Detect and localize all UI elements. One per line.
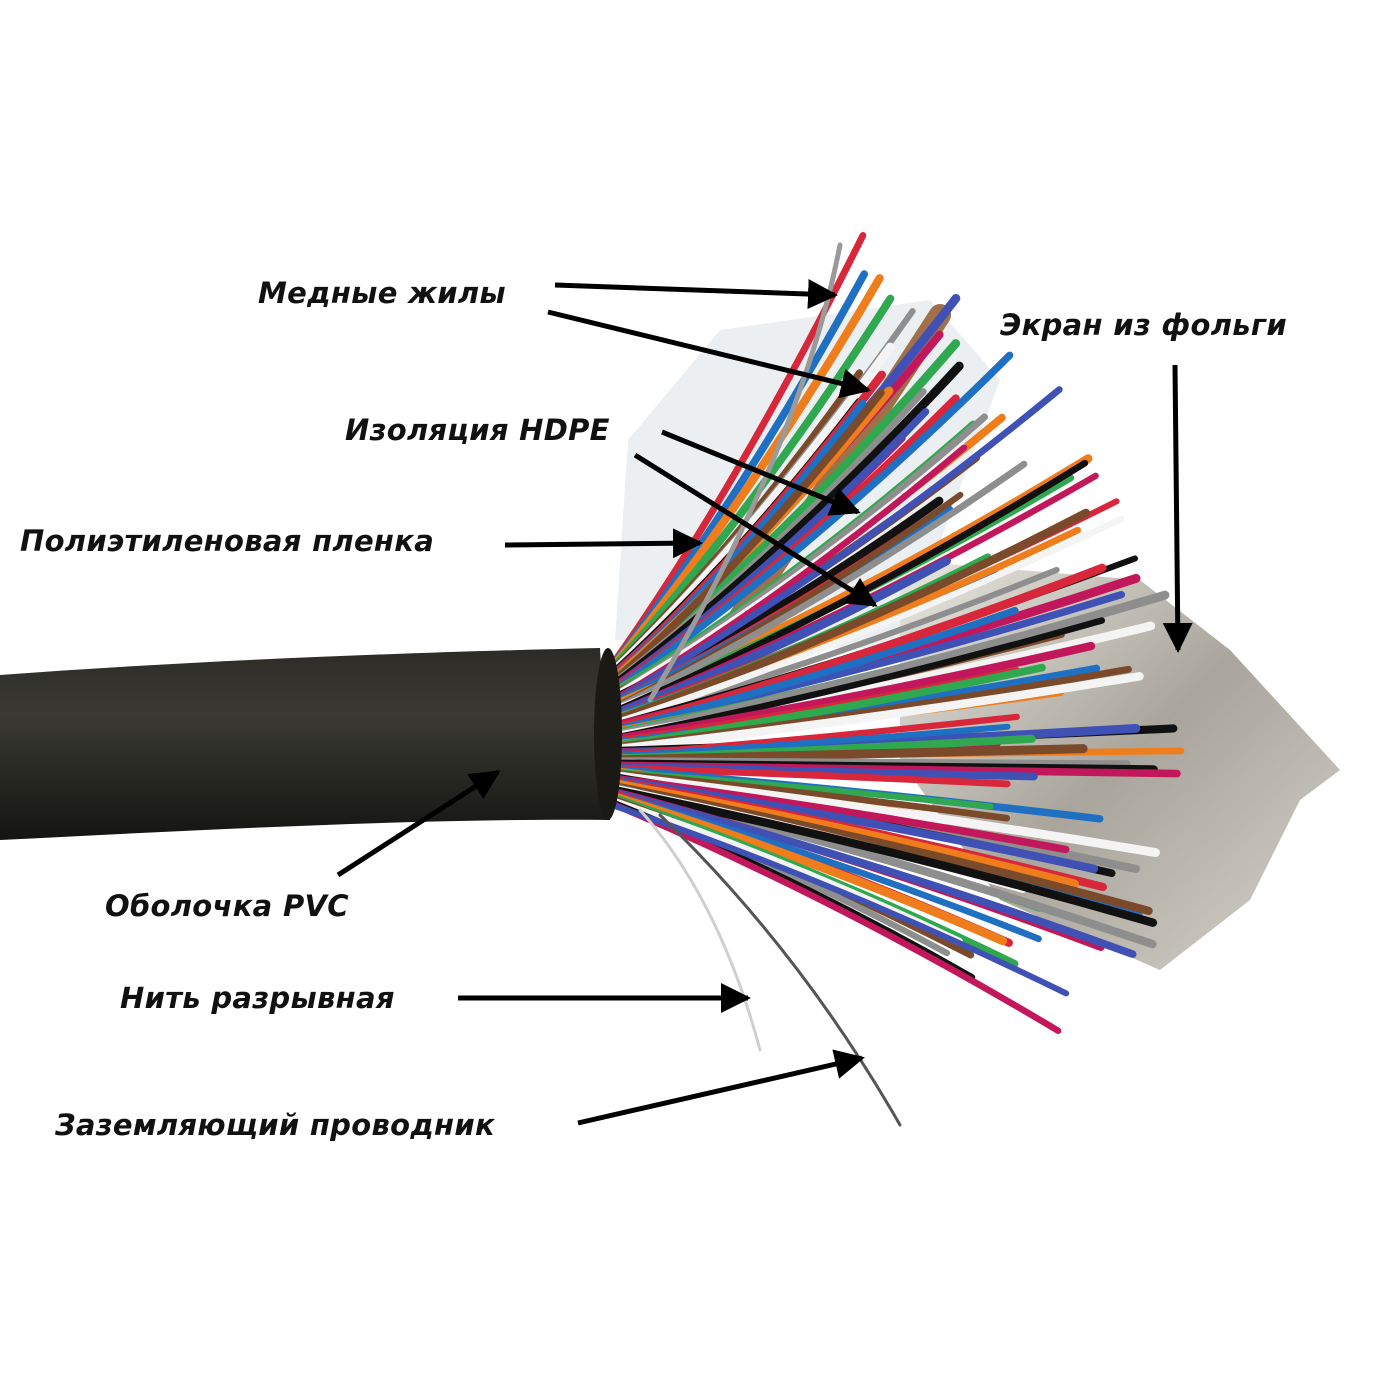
sheath-end <box>594 648 622 820</box>
wire-pair <box>608 606 1019 735</box>
wire-pair <box>608 386 1063 706</box>
label-copper-cores: Медные жилы <box>258 276 506 310</box>
arrow-drain <box>577 1049 865 1126</box>
wire-pair <box>608 764 1011 788</box>
label-pvc-sheath: Оболочка PVC <box>105 889 349 923</box>
arrow-hdpe-2 <box>633 452 878 608</box>
wire-pair <box>608 515 1125 728</box>
arrows <box>336 279 1193 1126</box>
wire-pair <box>608 801 1070 997</box>
wire-pair <box>607 672 1144 755</box>
wire-pair <box>608 294 895 673</box>
label-rip-cord: Нить разрывная <box>120 981 395 1015</box>
wire-pair <box>608 351 1014 696</box>
label-hdpe-insulation: Изоляция HDPE <box>345 413 610 447</box>
label-foil-screen: Экран из фольги <box>1000 308 1287 342</box>
arrow-hdpe-1 <box>661 429 861 516</box>
arrow-foil <box>1162 364 1193 653</box>
wire-pair <box>608 460 1028 714</box>
drain-wire-thread <box>658 813 902 1127</box>
arrow-pe-film <box>504 528 703 559</box>
label-drain-wire: Заземляющий проводник <box>55 1108 495 1142</box>
wire-pair <box>608 788 1137 959</box>
pvc-sheath <box>0 648 610 840</box>
wire-pair <box>608 388 885 687</box>
label-pe-film: Полиэтиленовая пленка <box>20 524 435 558</box>
wire-pair <box>607 508 1091 726</box>
wire-pair <box>607 785 1158 927</box>
arrow-copper-1 <box>554 279 838 310</box>
arrow-copper-2 <box>547 309 871 399</box>
arrow-pvc <box>336 769 501 878</box>
